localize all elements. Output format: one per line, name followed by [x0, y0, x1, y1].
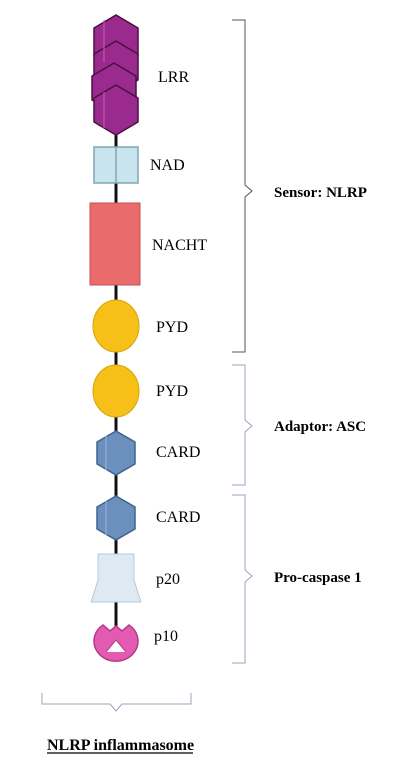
card-adaptor-label: CARD [156, 444, 200, 461]
bottom-bracket [41, 693, 192, 712]
p20-label: p20 [156, 571, 180, 588]
p10-label: p10 [154, 628, 178, 645]
procaspase-group-label: Pro-caspase 1 [274, 570, 362, 586]
card-adaptor-domain [96, 430, 136, 476]
diagram-caption: NLRP inflammasome [47, 737, 194, 754]
nad-label: NAD [150, 157, 185, 174]
adaptor-bracket [232, 364, 253, 486]
lrr-hexagon [93, 84, 139, 136]
lrr-label: LRR [158, 69, 189, 86]
pyd-sensor-label: PYD [156, 319, 188, 336]
card-procaspase-domain [96, 495, 136, 541]
pyd-adaptor-domain [92, 364, 140, 418]
lrr-domain [91, 14, 139, 136]
nacht-label: NACHT [152, 237, 207, 254]
nacht-domain [89, 202, 141, 286]
sensor-bracket [232, 19, 253, 353]
sensor-group-label: Sensor: NLRP [274, 185, 367, 201]
card-procaspase-label: CARD [156, 509, 200, 526]
pyd-sensor-domain [92, 299, 140, 353]
nad-domain [93, 146, 139, 184]
procaspase-bracket [232, 494, 253, 664]
pyd-adaptor-label: PYD [156, 383, 188, 400]
adaptor-group-label: Adaptor: ASC [274, 419, 366, 435]
p20-domain [90, 553, 142, 603]
